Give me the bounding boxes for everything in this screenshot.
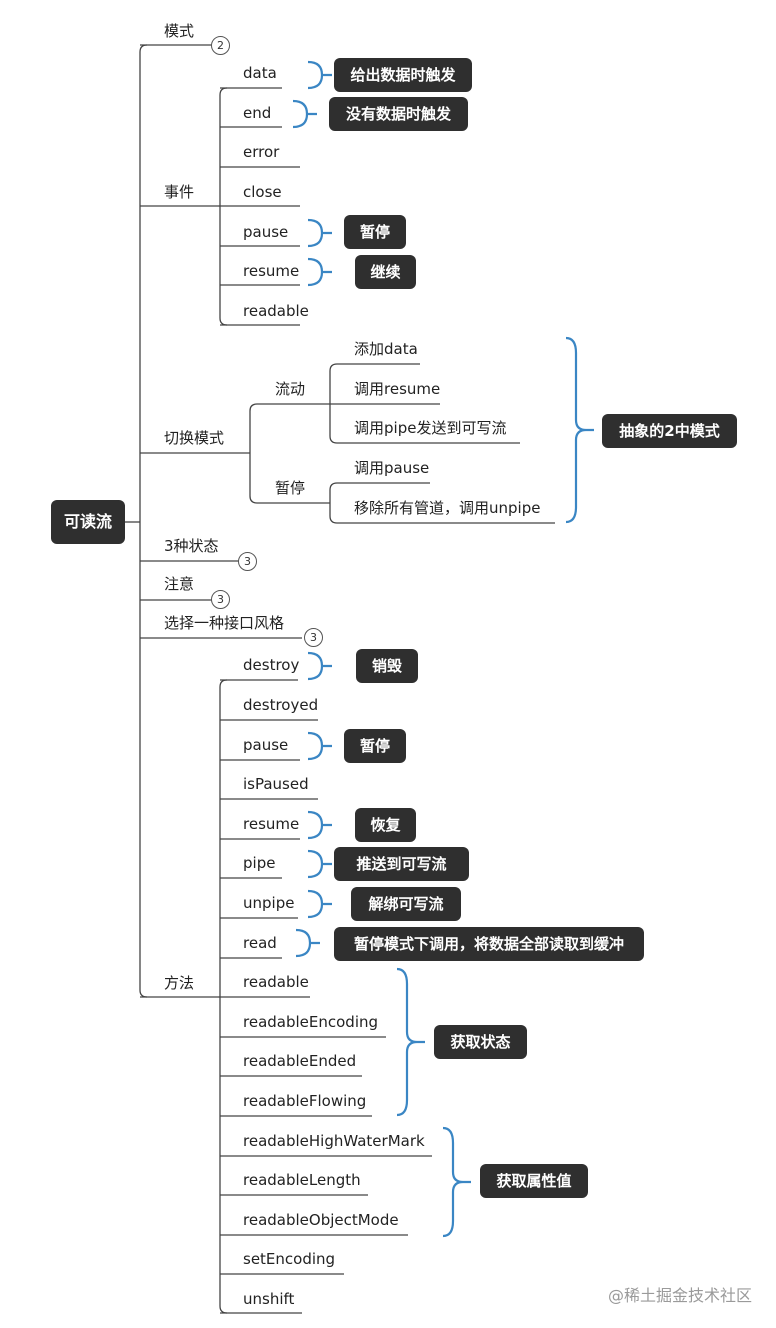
- bracket: [307, 218, 332, 248]
- method-item[interactable]: setEncoding: [243, 1250, 336, 1268]
- method-item[interactable]: readableHighWaterMark: [243, 1132, 425, 1150]
- method-item[interactable]: readableEnded: [243, 1052, 357, 1070]
- switch-item[interactable]: 调用pause: [354, 459, 430, 477]
- note-box[interactable]: 暂停: [344, 215, 406, 249]
- method-item[interactable]: unshift: [243, 1290, 295, 1308]
- switch-paused[interactable]: 暂停: [275, 479, 306, 497]
- branch-methods[interactable]: 方法: [164, 974, 195, 992]
- note-box[interactable]: 抽象的2中模式: [602, 414, 737, 448]
- method-item[interactable]: read: [243, 934, 277, 952]
- connector-line: [329, 404, 520, 444]
- note-box[interactable]: 暂停: [344, 729, 406, 763]
- brace: [442, 1126, 471, 1238]
- bracket: [307, 889, 332, 919]
- watermark: @稀土掘金技术社区: [607, 1286, 752, 1305]
- method-item[interactable]: readableFlowing: [243, 1092, 367, 1110]
- method-item[interactable]: destroyed: [243, 696, 319, 714]
- note-box[interactable]: 给出数据时触发: [334, 58, 472, 92]
- branch-events[interactable]: 事件: [164, 183, 195, 201]
- event-item[interactable]: end: [243, 104, 272, 122]
- branch-three-states[interactable]: 3种状态: [164, 537, 219, 555]
- method-item[interactable]: isPaused: [243, 775, 309, 793]
- switch-item[interactable]: 调用pipe发送到可写流: [354, 419, 507, 437]
- method-item[interactable]: readableLength: [243, 1171, 361, 1189]
- method-item[interactable]: destroy: [243, 656, 300, 674]
- brace: [396, 967, 425, 1117]
- method-item[interactable]: pause: [243, 736, 289, 754]
- note-box[interactable]: 获取属性值: [480, 1164, 588, 1198]
- bracket: [295, 928, 320, 958]
- note-box[interactable]: 继续: [355, 255, 416, 289]
- note-box[interactable]: 获取状态: [434, 1025, 527, 1059]
- switch-flowing[interactable]: 流动: [275, 380, 306, 398]
- bracket: [307, 651, 332, 681]
- bracket: [307, 731, 332, 761]
- note-box[interactable]: 推送到可写流: [334, 847, 469, 881]
- collapsed-count-badge[interactable]: 3: [211, 590, 230, 609]
- event-item[interactable]: pause: [243, 223, 289, 241]
- connector-line: [329, 503, 555, 524]
- event-item[interactable]: resume: [243, 262, 300, 280]
- method-item[interactable]: readableObjectMode: [243, 1211, 399, 1229]
- bracket: [292, 99, 317, 129]
- event-item[interactable]: error: [243, 143, 280, 161]
- event-item[interactable]: data: [243, 64, 277, 82]
- collapsed-count-badge[interactable]: 3: [304, 628, 323, 647]
- method-item[interactable]: unpipe: [243, 894, 295, 912]
- bracket: [307, 60, 332, 90]
- switch-item[interactable]: 调用resume: [354, 380, 441, 398]
- note-box[interactable]: 解绑可写流: [351, 887, 461, 921]
- event-item[interactable]: readable: [243, 302, 309, 320]
- note-box[interactable]: 销毁: [356, 649, 418, 683]
- note-box[interactable]: 没有数据时触发: [329, 97, 468, 131]
- method-item[interactable]: resume: [243, 815, 300, 833]
- connector-line: [329, 363, 420, 404]
- switch-item[interactable]: 添加data: [354, 340, 418, 358]
- switch-item[interactable]: 移除所有管道，调用unpipe: [354, 499, 541, 517]
- bracket: [307, 257, 332, 287]
- connector-line: [249, 403, 330, 453]
- event-item[interactable]: close: [243, 183, 282, 201]
- collapsed-count-badge[interactable]: 2: [211, 36, 230, 55]
- note-box[interactable]: 恢复: [355, 808, 416, 842]
- connector-line: [249, 453, 330, 504]
- note-box[interactable]: 暂停模式下调用，将数据全部读取到缓冲: [334, 927, 644, 961]
- branch-switch-mode[interactable]: 切换模式: [164, 429, 225, 447]
- method-item[interactable]: pipe: [243, 854, 276, 872]
- branch-mode[interactable]: 模式: [164, 22, 195, 40]
- connector-line: [139, 44, 148, 998]
- connector-line: [329, 482, 430, 503]
- branch-notice[interactable]: 注意: [164, 575, 195, 593]
- branch-choose-api[interactable]: 选择一种接口风格: [164, 614, 285, 632]
- method-item[interactable]: readableEncoding: [243, 1013, 379, 1031]
- root-node[interactable]: 可读流: [51, 500, 125, 544]
- collapsed-count-badge[interactable]: 3: [238, 552, 257, 571]
- brace: [565, 336, 594, 524]
- bracket: [307, 849, 332, 879]
- method-item[interactable]: readable: [243, 973, 309, 991]
- bracket: [307, 810, 332, 840]
